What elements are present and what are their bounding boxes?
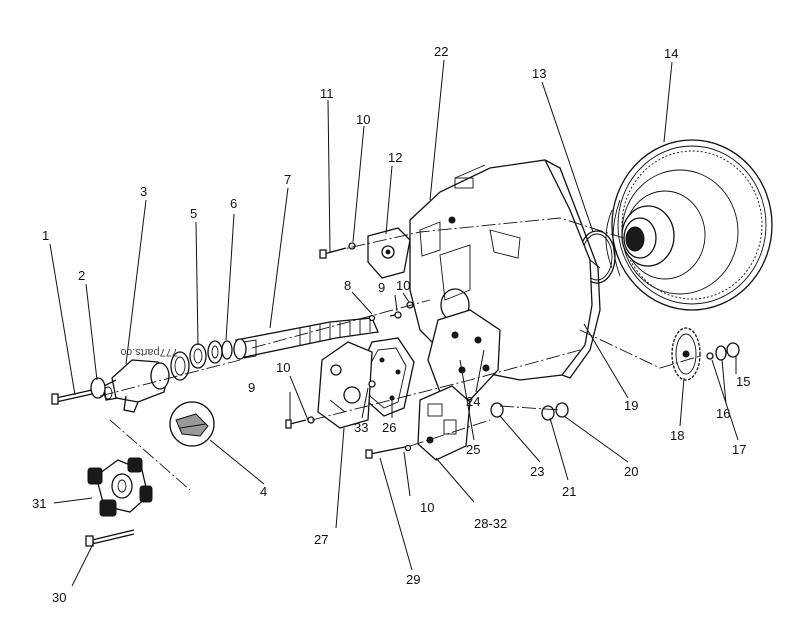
callout-10-top: 10 [356, 112, 370, 127]
callout-8: 8 [344, 278, 351, 293]
callout-12: 12 [388, 150, 402, 165]
callout-10-mid: 10 [396, 278, 410, 293]
callout-6: 6 [230, 196, 237, 211]
callout-33: 33 [354, 420, 368, 435]
callout-11: 11 [320, 86, 334, 101]
callout-10-left: 10 [276, 360, 290, 375]
callout-18: 18 [670, 428, 684, 443]
callout-2: 2 [78, 268, 85, 283]
callout-9-mid: 9 [378, 280, 385, 295]
center-lines [99, 217, 701, 491]
callout-9-left: 9 [248, 380, 255, 395]
callout-5: 5 [190, 206, 197, 221]
bearing-and-seal [189, 340, 233, 369]
universal-joint [87, 457, 153, 517]
bolt [51, 389, 93, 405]
callout-13: 13 [532, 66, 546, 81]
callout-29: 29 [406, 572, 420, 587]
callout-23: 23 [530, 464, 544, 479]
callout-20: 20 [624, 464, 638, 479]
callout-4: 4 [260, 484, 267, 499]
torque-converter [605, 139, 773, 311]
callout-24: 24 [466, 394, 480, 409]
callout-3: 3 [140, 184, 147, 199]
pump-cover [317, 341, 373, 429]
callout-31: 31 [32, 496, 46, 511]
callout-22: 22 [434, 44, 448, 59]
joint-bolt [85, 529, 135, 547]
oil-seal [170, 351, 190, 381]
callout-10-bottom: 10 [420, 500, 434, 515]
sprocket-gear [671, 327, 701, 381]
callout-30: 30 [52, 590, 66, 605]
yoke [103, 359, 170, 413]
mounting-bracket [367, 227, 411, 279]
washer [90, 377, 106, 399]
callout-1: 1 [42, 228, 49, 243]
callout-19: 19 [624, 398, 638, 413]
callout-21: 21 [562, 484, 576, 499]
watermark-text: 777parts.co [121, 346, 178, 358]
callout-7: 7 [284, 172, 291, 187]
callout-14: 14 [664, 46, 678, 61]
output-shaft [233, 317, 379, 360]
rear-cover-plate [427, 309, 501, 401]
callout-26: 26 [382, 420, 396, 435]
callout-17: 17 [732, 442, 746, 457]
valve-body [417, 385, 471, 461]
nut [726, 342, 740, 358]
callout-16: 16 [716, 406, 730, 421]
lock-washer [706, 352, 714, 360]
callout-15: 15 [736, 374, 750, 389]
seal-detail-inset [169, 401, 215, 447]
callout-28-32: 28-32 [474, 516, 507, 531]
callout-numbers: 1 2 3 4 5 6 7 8 9 9 10 10 10 10 11 12 13… [32, 44, 750, 605]
bolts-and-washers [285, 242, 569, 459]
callout-27: 27 [314, 532, 328, 547]
leader-lines [49, 59, 739, 587]
gasket [359, 337, 415, 417]
callout-25: 25 [466, 442, 480, 457]
flat-washer [715, 345, 727, 361]
